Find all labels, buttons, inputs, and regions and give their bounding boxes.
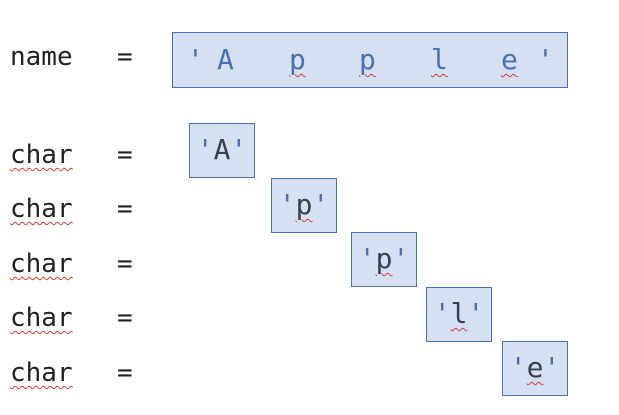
char-box-0-close-quote: ' [230,133,248,166]
char-box-3: 'l' [426,287,492,342]
name-equals-sign: = [117,42,133,72]
char-label-1: char [10,194,73,224]
char-label-0: char [10,140,73,170]
close-quote: ' [537,43,554,76]
name-char-2: p [359,43,376,76]
char-box-1: 'p' [271,178,337,233]
char-box-0-value: A [213,133,231,166]
char-box-2: 'p' [351,232,417,287]
name-string-box: ' A p p l e ' [172,32,568,88]
char-box-1-value: p [295,188,313,221]
char-box-0-open-quote: ' [196,133,214,166]
name-char-1: p [289,43,306,76]
char-box-1-open-quote: ' [278,188,296,221]
char-box-3-open-quote: ' [433,297,451,330]
name-char-0: A [217,43,234,76]
char-box-4-open-quote: ' [509,351,527,384]
char-box-4: 'e' [502,341,568,396]
char-box-1-close-quote: ' [312,188,330,221]
char-label-3: char [10,303,73,333]
char-box-4-close-quote: ' [543,351,561,384]
char-box-3-value: l [450,297,468,330]
char-box-0: 'A' [189,123,255,178]
char-equals-1: = [117,194,133,224]
char-box-4-value: e [526,351,544,384]
char-equals-4: = [117,358,133,388]
char-box-2-value: p [375,242,393,275]
name-label: name [10,42,73,72]
char-box-3-close-quote: ' [467,297,485,330]
char-equals-2: = [117,249,133,279]
name-char-4: e [501,43,518,76]
char-equals-3: = [117,303,133,333]
char-label-4: char [10,358,73,388]
char-label-2: char [10,249,73,279]
open-quote: ' [187,43,204,76]
name-char-3: l [431,43,448,76]
char-box-2-close-quote: ' [392,242,410,275]
char-equals-0: = [117,140,133,170]
char-box-2-open-quote: ' [358,242,376,275]
